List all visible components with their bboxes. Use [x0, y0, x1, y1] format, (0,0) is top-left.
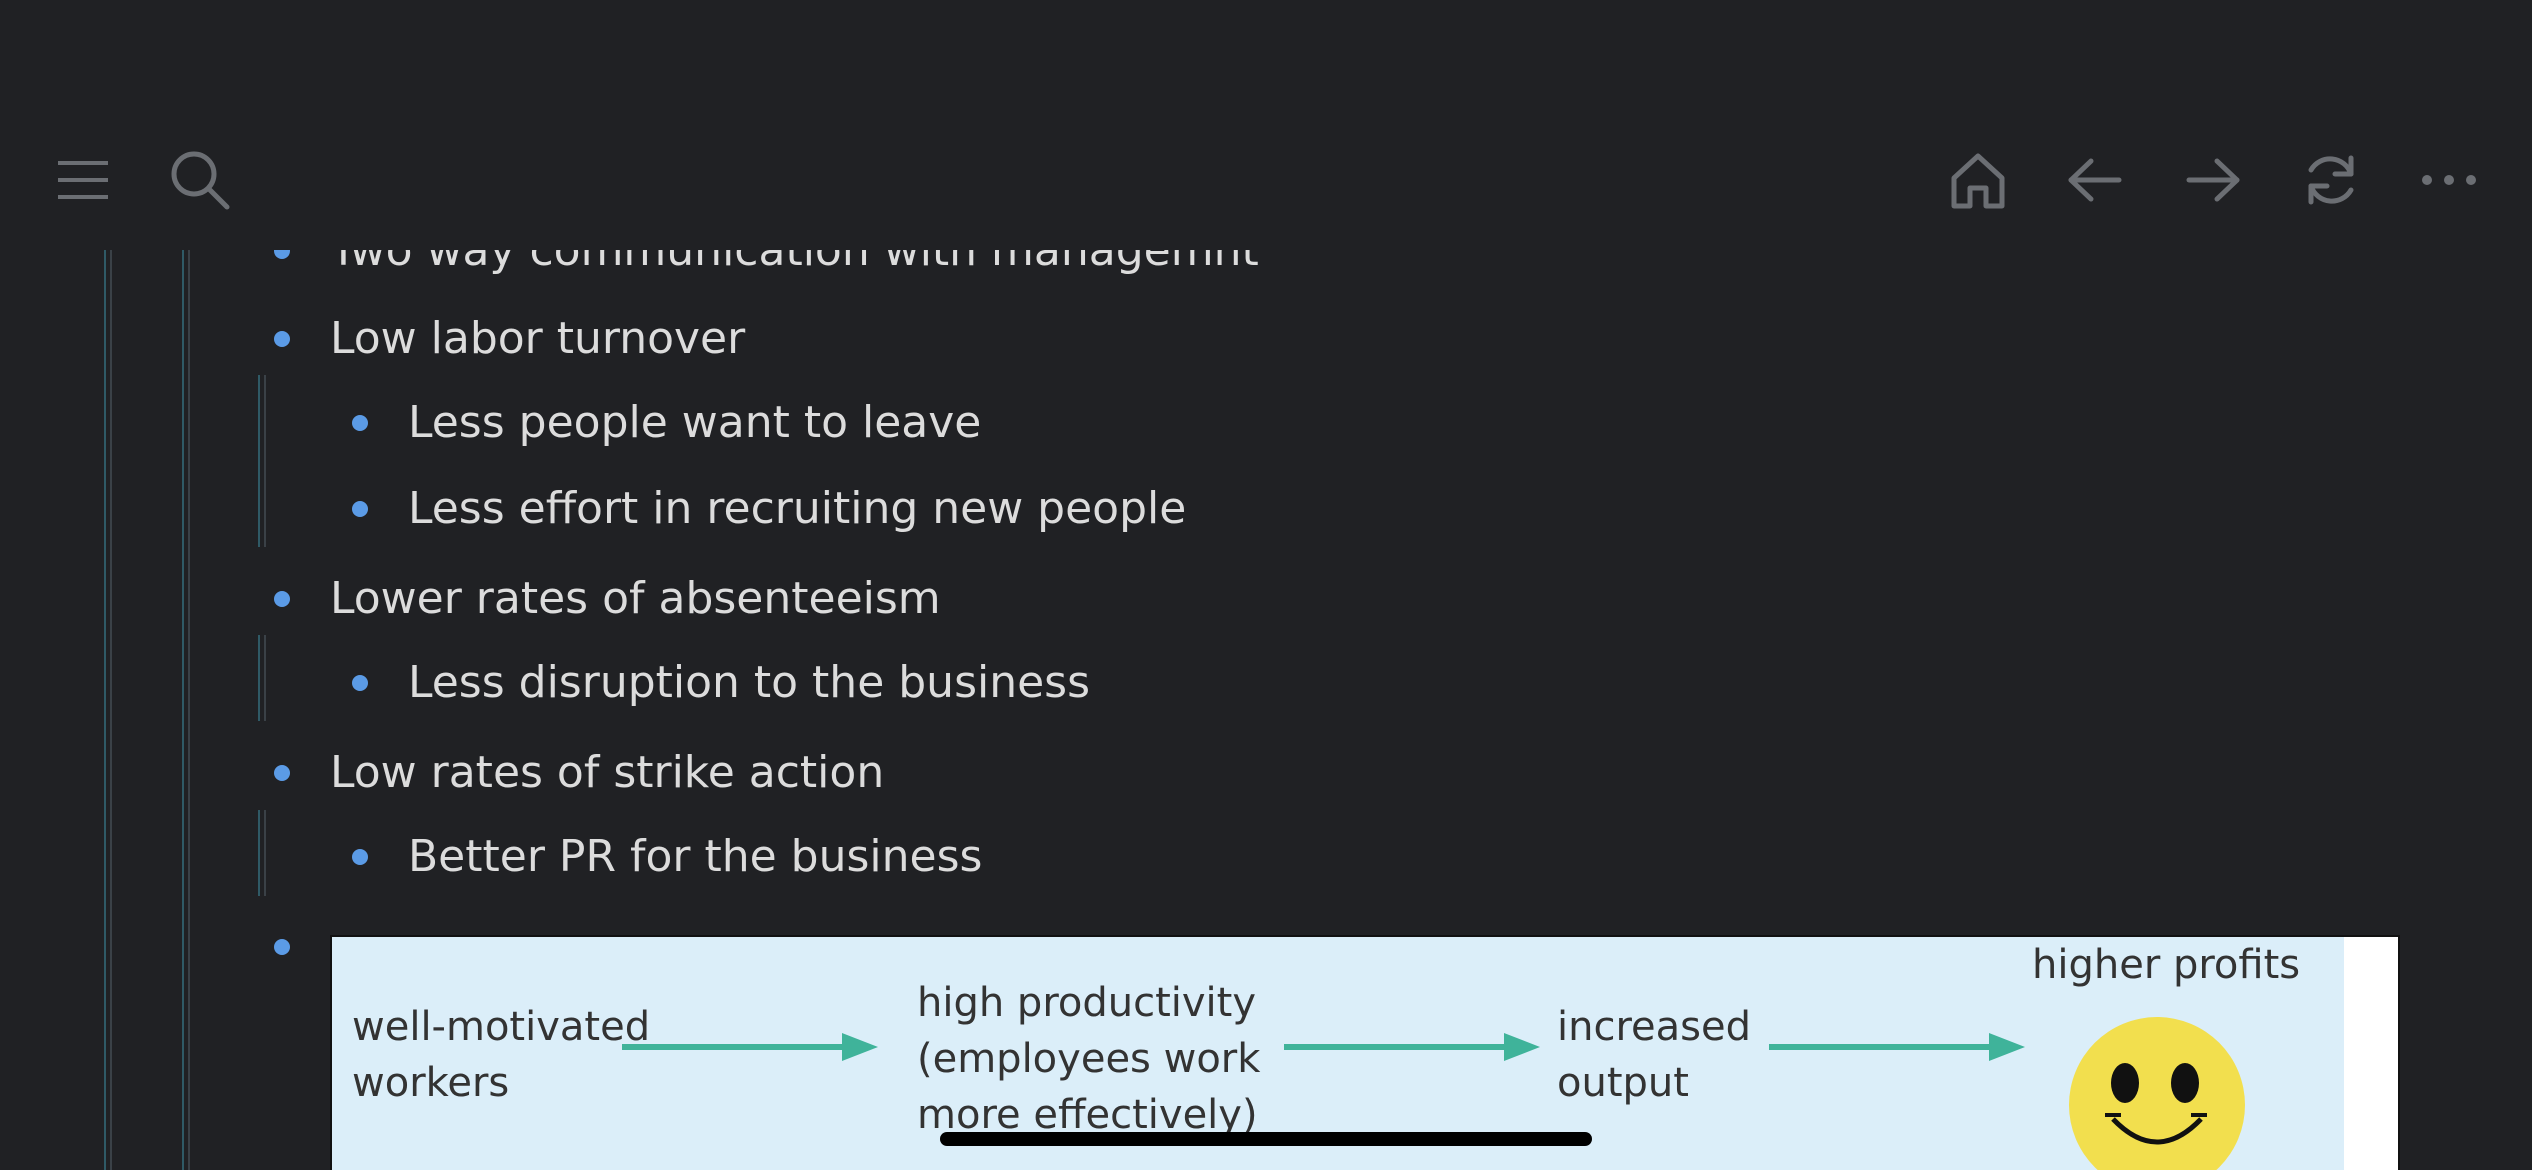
bullet-dot[interactable] [274, 939, 290, 955]
indent-guide [258, 810, 260, 896]
home-indicator[interactable] [940, 1132, 1592, 1146]
diagram-step-productivity: high productivity (employees work more e… [917, 980, 1261, 1138]
list-item-text[interactable]: Two way communication with managemnt [330, 250, 1259, 276]
home-icon[interactable] [1943, 145, 2013, 215]
indent-guide [188, 250, 190, 1170]
diagram-step-output: increased output [1557, 1004, 1751, 1106]
arrow-right-icon [1284, 1033, 1540, 1061]
bullet-dot[interactable] [274, 765, 290, 781]
list-item-text[interactable]: Less effort in recruiting new people [408, 483, 1187, 534]
arrow-right-icon[interactable] [2178, 145, 2248, 215]
list-item-text[interactable]: Less people want to leave [408, 397, 982, 448]
embedded-diagram-image[interactable]: well-motivated workers high productivity… [330, 935, 2400, 1170]
indent-guide [264, 810, 266, 896]
search-icon[interactable] [165, 145, 235, 215]
list-item-text[interactable]: Better PR for the business [408, 831, 983, 882]
indent-guide [258, 375, 260, 547]
bullet-dot[interactable] [352, 849, 368, 865]
list-item-text[interactable]: Low rates of strike action [330, 747, 885, 798]
bullet-dot[interactable] [352, 501, 368, 517]
bullet-dot[interactable] [274, 331, 290, 347]
diagram-step-workers: well-motivated workers [352, 1004, 651, 1106]
list-item-text[interactable]: Less disruption to the business [408, 657, 1091, 708]
indent-guide [264, 635, 266, 721]
more-horizontal-icon[interactable] [2414, 145, 2484, 215]
arrow-right-icon [622, 1033, 878, 1061]
indent-guide [104, 250, 106, 1170]
indent-guide [110, 250, 112, 1170]
indent-guide [264, 375, 266, 547]
diagram-step-profits: higher profits [2032, 942, 2301, 988]
indent-guide [182, 250, 184, 1170]
arrow-left-icon[interactable] [2060, 145, 2130, 215]
bullet-dot[interactable] [274, 591, 290, 607]
outline-content: Two way communication with managemnt Low… [0, 250, 2532, 1170]
arrow-right-icon [1769, 1033, 2025, 1061]
bullet-dot[interactable] [352, 415, 368, 431]
hamburger-menu-icon[interactable] [48, 145, 118, 215]
bullet-dot[interactable] [352, 675, 368, 691]
smiley-face-icon [2069, 1017, 2245, 1170]
indent-guide [258, 635, 260, 721]
top-toolbar [0, 0, 2532, 250]
list-item-text[interactable]: Lower rates of absenteeism [330, 573, 941, 624]
bullet-dot[interactable] [274, 250, 290, 259]
list-item-text[interactable]: Low labor turnover [330, 313, 746, 364]
refresh-icon[interactable] [2296, 145, 2366, 215]
diagram-background: well-motivated workers high productivity… [332, 937, 2344, 1170]
